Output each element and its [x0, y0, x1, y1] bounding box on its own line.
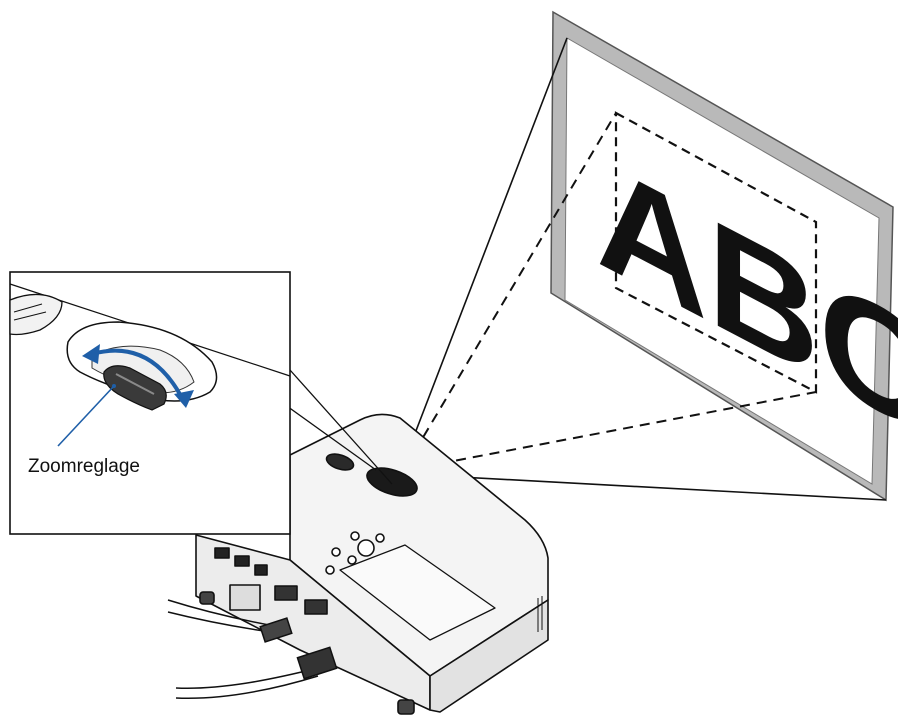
arrow-head-left — [82, 344, 100, 364]
projection-beams — [403, 37, 887, 501]
foot-front — [397, 699, 415, 715]
control-panel-lid — [339, 544, 496, 641]
port-5 — [304, 599, 328, 615]
control-button-left — [331, 547, 341, 557]
control-button-up — [350, 531, 360, 541]
cable-lower — [175, 667, 319, 690]
zoom-lever-housing — [366, 467, 418, 497]
cable-lower-2 — [175, 675, 319, 700]
port-2 — [234, 555, 250, 567]
port-1 — [214, 547, 230, 559]
lever-highlight — [115, 373, 155, 395]
connector-bottom — [289, 369, 393, 485]
foot-left — [199, 591, 215, 605]
zoom-lever-callout: Zoomreglage — [9, 271, 291, 535]
knob-line-2 — [13, 311, 47, 321]
zoom-direction-arrow — [90, 348, 184, 400]
projector — [195, 413, 549, 715]
signal-plug — [259, 617, 293, 643]
label-pointer-dot — [112, 384, 116, 388]
speaker-grille — [229, 584, 261, 611]
control-button-extra — [325, 565, 335, 575]
port-3 — [254, 564, 268, 576]
beam-solid-bottom — [403, 473, 887, 501]
beam-dashed-bottom — [405, 391, 817, 471]
control-button-down — [347, 555, 357, 565]
screen-surface — [564, 37, 880, 485]
label-pointer — [57, 385, 115, 447]
control-button-right — [375, 533, 385, 543]
projector-side — [429, 599, 549, 713]
arrow-head-right — [174, 390, 194, 408]
power-plug — [296, 646, 338, 680]
control-button-center — [357, 539, 375, 557]
focus-ring — [325, 453, 355, 471]
beam-solid-top — [403, 37, 568, 463]
port-4 — [274, 585, 298, 601]
beam-dashed-top — [405, 112, 617, 467]
zoom-lever-label: Zoomreglage — [28, 456, 140, 477]
projection-screen: ABC — [550, 10, 898, 502]
cables — [167, 599, 338, 700]
knob-line-1 — [13, 303, 43, 313]
